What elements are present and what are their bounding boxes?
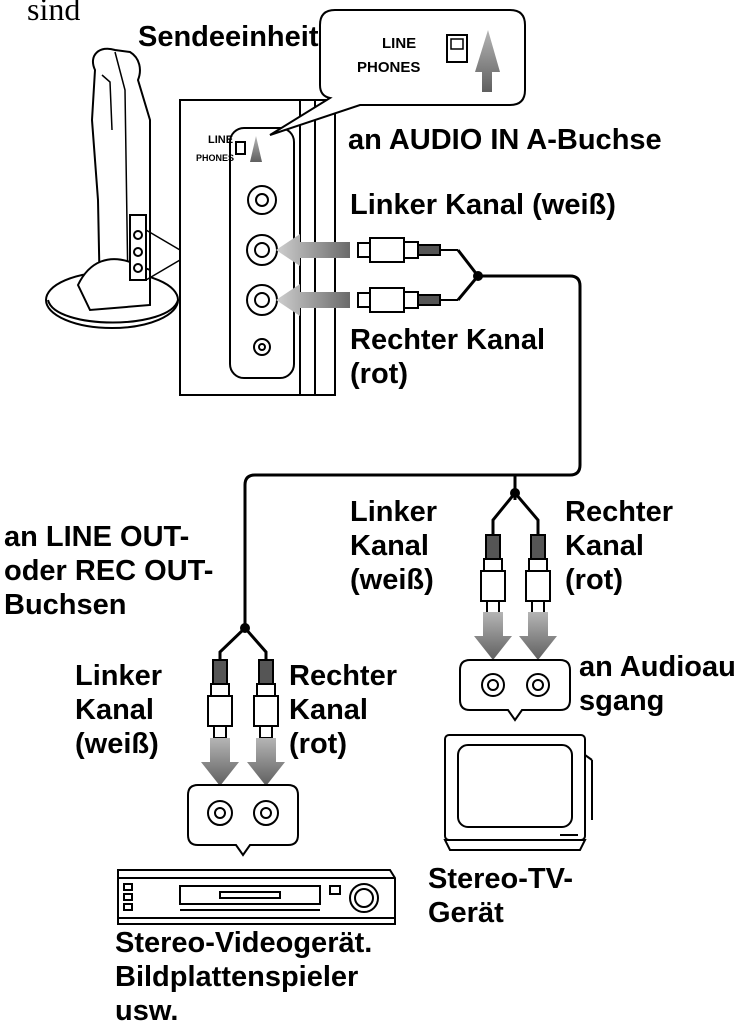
line-out-line1: an LINE OUT- <box>4 521 190 553</box>
transmitter-title: Sendeeinheit <box>138 21 319 53</box>
vcr-right-line2: Kanal <box>289 694 368 726</box>
callout-line-label: LINE <box>382 35 416 52</box>
vcr-right-line3: (rot) <box>289 728 347 760</box>
vcr-right-line1: Rechter <box>289 660 397 692</box>
tv-right-channel-label: Rechter Kanal (rot) <box>565 495 673 597</box>
tv-left-line2: Kanal <box>350 530 429 562</box>
tv-right-line1: Rechter <box>565 496 673 528</box>
vcr-left-line3: (weiß) <box>75 728 159 760</box>
tv-left-channel-label: Linker Kanal (weiß) <box>350 495 437 597</box>
audio-in-label: an AUDIO IN A-Buchse <box>348 124 662 156</box>
plug-tv-left <box>480 534 506 614</box>
vcr-left-line1: Linker <box>75 660 163 692</box>
plug-top-right <box>357 287 458 313</box>
left-channel-top-label: Linker Kanal (weiß) <box>350 189 616 221</box>
vcr-device-line3: usw. <box>115 995 179 1027</box>
switch-arrow-icon <box>475 30 500 92</box>
tv-right-line3: (rot) <box>565 564 623 596</box>
panel-switch-phones-label: PHONES <box>196 153 234 163</box>
vcr-icon <box>117 869 396 925</box>
arrow-right-input <box>276 284 350 316</box>
tv-jack-panel <box>459 659 571 722</box>
vcr-right-channel-label: Rechter Kanal (rot) <box>289 659 397 761</box>
right-channel-top-line1: Rechter Kanal <box>350 324 546 356</box>
vcr-jack-panel <box>187 784 299 857</box>
vcr-device-label: Stereo-Videogerät. Bildplattenspieler us… <box>115 926 372 1028</box>
plug-vcr-right <box>253 659 279 739</box>
arrow-tv-left <box>474 612 512 660</box>
audio-out-label: an Audioau sgang <box>579 650 736 718</box>
plug-tv-right <box>525 534 551 614</box>
panel-switch-line-label: LINE <box>208 134 233 146</box>
callout-phones-label: PHONES <box>357 59 420 76</box>
tv-device-line1: Stereo-TV- <box>428 863 574 895</box>
tv-set-icon <box>443 734 593 851</box>
right-channel-top-line2: (rot) <box>350 358 408 390</box>
panel-switch <box>235 141 246 155</box>
line-out-line3: Buchsen <box>4 589 127 621</box>
tv-left-line1: Linker <box>350 496 438 528</box>
input-panel <box>179 99 336 396</box>
audio-out-line1: an Audioau <box>579 651 736 683</box>
vcr-device-line2: Bildplattenspieler <box>115 961 359 993</box>
right-channel-top-label: Rechter Kanal (rot) <box>350 323 545 391</box>
vcr-device-line1: Stereo-Videogerät. <box>115 927 373 959</box>
arrow-tv-right <box>519 612 557 660</box>
audio-out-line2: sgang <box>579 685 665 717</box>
tv-device-line2: Gerät <box>428 897 504 929</box>
arrow-left-input <box>276 234 350 266</box>
arrow-vcr-left <box>201 738 239 786</box>
tv-left-line3: (weiß) <box>350 564 434 596</box>
tv-device-label: Stereo-TV- Gerät <box>428 862 573 930</box>
tv-right-line2: Kanal <box>565 530 644 562</box>
header-fragment: sind <box>27 0 81 27</box>
switch-callout <box>269 9 526 136</box>
vcr-left-line2: Kanal <box>75 694 154 726</box>
plug-top-left <box>357 237 458 263</box>
vcr-left-channel-label: Linker Kanal (weiß) <box>75 659 162 761</box>
line-out-line2: oder REC OUT- <box>4 555 214 587</box>
transmitter-unit <box>45 47 181 329</box>
plug-vcr-left <box>207 659 233 739</box>
arrow-vcr-right <box>247 738 285 786</box>
line-out-label: an LINE OUT- oder REC OUT- Buchsen <box>4 520 213 622</box>
